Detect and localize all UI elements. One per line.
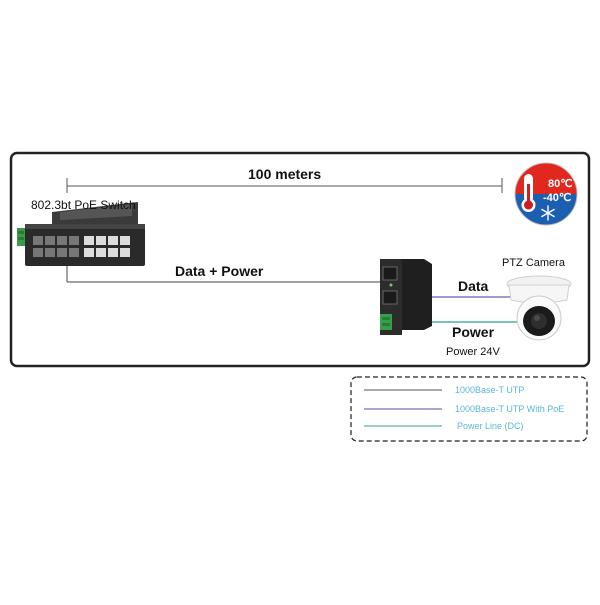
distance-dimension xyxy=(66,178,503,193)
temp-high-label: 80℃ xyxy=(548,178,573,190)
poe-injector-icon xyxy=(380,259,432,335)
data-power-label: Data + Power xyxy=(175,263,264,279)
thermometer-icon xyxy=(521,174,536,212)
power-voltage-label: Power 24V xyxy=(446,346,500,358)
poe-switch-icon xyxy=(17,202,145,266)
legend-label-utp: 1000Base-T UTP xyxy=(455,385,525,395)
power-label: Power xyxy=(452,324,495,340)
legend-label-dc: Power Line (DC) xyxy=(457,421,524,431)
legend-box xyxy=(350,376,588,442)
diagram-frame xyxy=(9,151,591,368)
switch-label: 802.3bt PoE Switch xyxy=(31,198,136,212)
data-label: Data xyxy=(458,278,489,294)
poe-cable-line xyxy=(66,266,381,283)
temp-low-label: -40℃ xyxy=(543,192,572,204)
camera-label: PTZ Camera xyxy=(502,257,565,269)
legend-label-poe: 1000Base-T UTP With PoE xyxy=(455,404,565,414)
snowflake-icon xyxy=(541,205,555,221)
ptz-camera-icon xyxy=(506,275,572,341)
distance-label: 100 meters xyxy=(248,166,322,182)
